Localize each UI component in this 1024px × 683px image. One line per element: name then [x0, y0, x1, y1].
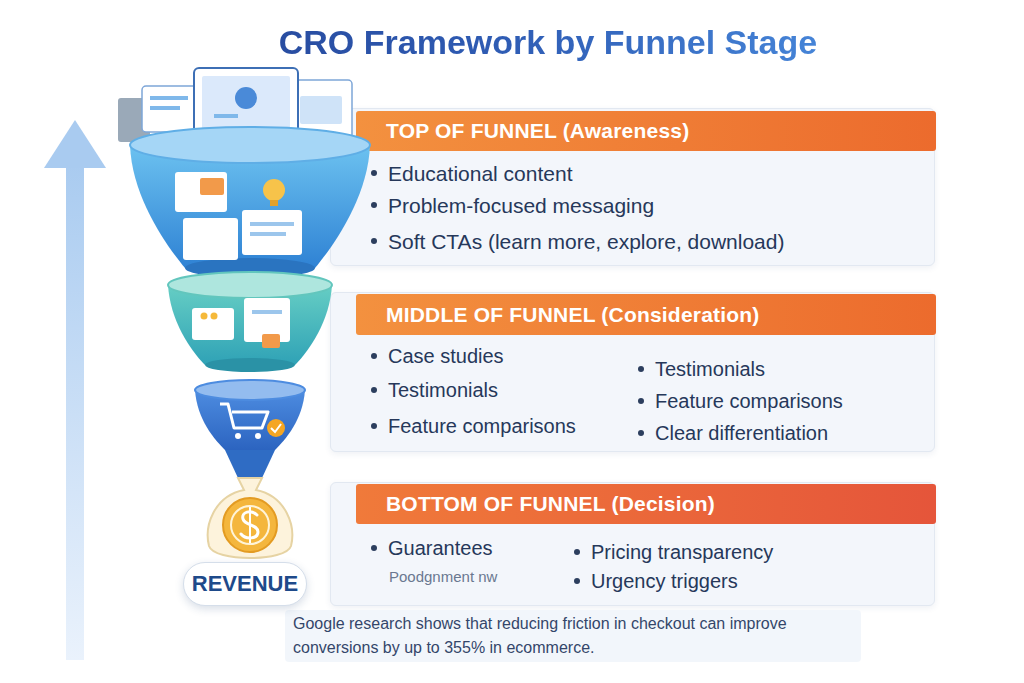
- funnel-neck: [225, 450, 275, 478]
- rating-star: [211, 313, 218, 320]
- rating-star: [201, 313, 208, 320]
- card-line: [150, 106, 180, 110]
- review-card: [244, 298, 290, 342]
- funnel-rim: [168, 272, 332, 298]
- bullet-dot: [371, 387, 377, 393]
- funnel-stage-band: TOP OF FUNNEL (Awareness) Educational con…: [330, 108, 935, 266]
- idea-bulb: [263, 179, 285, 201]
- device-card: [142, 86, 200, 132]
- currency-stroke: [249, 507, 251, 543]
- bullet-dot: [574, 578, 580, 584]
- devices-icon: [118, 68, 352, 142]
- bullet-text: Educational content: [388, 162, 572, 185]
- badge-icon: [262, 334, 280, 348]
- arrow-head: [44, 120, 106, 168]
- bullet-item: Poodgnment nw: [389, 567, 497, 586]
- stage-heading: MIDDLE OF FUNNEL (Consideration): [356, 294, 936, 335]
- bullet-item: Clear differentiation: [638, 421, 828, 445]
- check-badge: [267, 419, 285, 437]
- review-card: [192, 308, 234, 340]
- bullet-dot: [638, 430, 644, 436]
- funnel-tier: [195, 390, 305, 450]
- bullet-item: Feature comparisons: [638, 389, 843, 413]
- bullet-dot: [371, 423, 377, 429]
- revenue-pill: REVENUE: [183, 562, 307, 606]
- bullet-dot: [371, 353, 377, 359]
- revenue-label: REVENUE: [192, 571, 298, 597]
- bullet-dot: [371, 170, 377, 176]
- revenue-bag: [208, 478, 292, 558]
- bullet-item: Case studies: [371, 344, 504, 368]
- bullet-text: Testimonials: [655, 358, 765, 380]
- bullet-text: Problem-focused messaging: [388, 194, 654, 217]
- bullet-item: Problem-focused messaging: [371, 193, 654, 218]
- money-bag: [208, 478, 292, 558]
- currency-symbol: [241, 512, 258, 538]
- growth-arrow: [44, 120, 106, 660]
- bullet-text: Urgency triggers: [591, 570, 738, 592]
- stage-heading: BOTTOM OF FUNNEL (Decision): [356, 484, 936, 524]
- funnel-stage-band: MIDDLE OF FUNNEL (Consideration) Case stu…: [330, 292, 935, 452]
- funnel-bottom-tier: [195, 380, 305, 478]
- email-icon: [200, 178, 224, 195]
- funnel-stage-band: BOTTOM OF FUNNEL (Decision) GuaranteesPoo…: [330, 482, 935, 606]
- bullet-item: Testimonials: [638, 357, 765, 381]
- funnel-base: [185, 258, 315, 278]
- bullet-item: Testimonials: [371, 378, 498, 402]
- coin-ring: [231, 506, 269, 544]
- check-mark: [271, 424, 281, 432]
- card-line: [250, 232, 286, 236]
- bullet-text: Guarantees: [388, 537, 493, 559]
- card-line: [252, 310, 282, 314]
- cart-wheel: [255, 433, 261, 439]
- bullet-dot: [638, 366, 644, 372]
- diagram-title: CRO Framework by Funnel Stage: [198, 18, 898, 66]
- content-card: [175, 172, 227, 212]
- card-line: [150, 96, 188, 100]
- funnel-middle-tier: [168, 272, 332, 372]
- screen-line: [214, 114, 238, 118]
- bullet-dot: [371, 238, 377, 244]
- bullet-item: Guarantees: [371, 536, 493, 560]
- stage-heading: TOP OF FUNNEL (Awareness): [356, 111, 936, 151]
- content-card: [183, 218, 238, 260]
- gold-coin: [223, 498, 277, 552]
- funnel-tier: [168, 285, 332, 365]
- card-line: [250, 222, 294, 226]
- funnel-rim: [195, 380, 305, 400]
- bullet-text: Pricing transparency: [591, 541, 773, 563]
- bullet-text: Testimonials: [388, 379, 498, 401]
- bullet-item: Educational content: [371, 161, 572, 186]
- bullet-text: Feature comparisons: [655, 390, 843, 412]
- caption-note: Google research shows that reducing fric…: [285, 610, 861, 662]
- bullet-item: Feature comparisons: [371, 414, 576, 438]
- profile-icon: [235, 87, 257, 109]
- arrow-shaft: [66, 160, 84, 660]
- cart-icon: [220, 404, 268, 428]
- cart-wheel: [235, 433, 241, 439]
- bullet-item: Urgency triggers: [574, 569, 738, 593]
- bullet-text: Poodgnment nw: [389, 568, 497, 585]
- bullet-text: Case studies: [388, 345, 504, 367]
- bullet-dot: [574, 549, 580, 555]
- laptop-screen: [194, 68, 298, 138]
- bulb-base: [270, 200, 278, 206]
- bullet-dot: [371, 545, 377, 551]
- bullet-item: Soft CTAs (learn more, explore, download…: [371, 229, 784, 254]
- funnel-base: [205, 358, 295, 372]
- bullet-dot: [638, 398, 644, 404]
- laptop-display: [202, 76, 290, 130]
- content-card: [242, 210, 302, 255]
- bullet-text: Clear differentiation: [655, 422, 828, 444]
- bullet-text: Feature comparisons: [388, 415, 576, 437]
- bullet-item: Pricing transparency: [574, 540, 773, 564]
- bullet-dot: [371, 202, 377, 208]
- bullet-text: Soft CTAs (learn more, explore, download…: [388, 230, 784, 253]
- device-box: [118, 98, 150, 142]
